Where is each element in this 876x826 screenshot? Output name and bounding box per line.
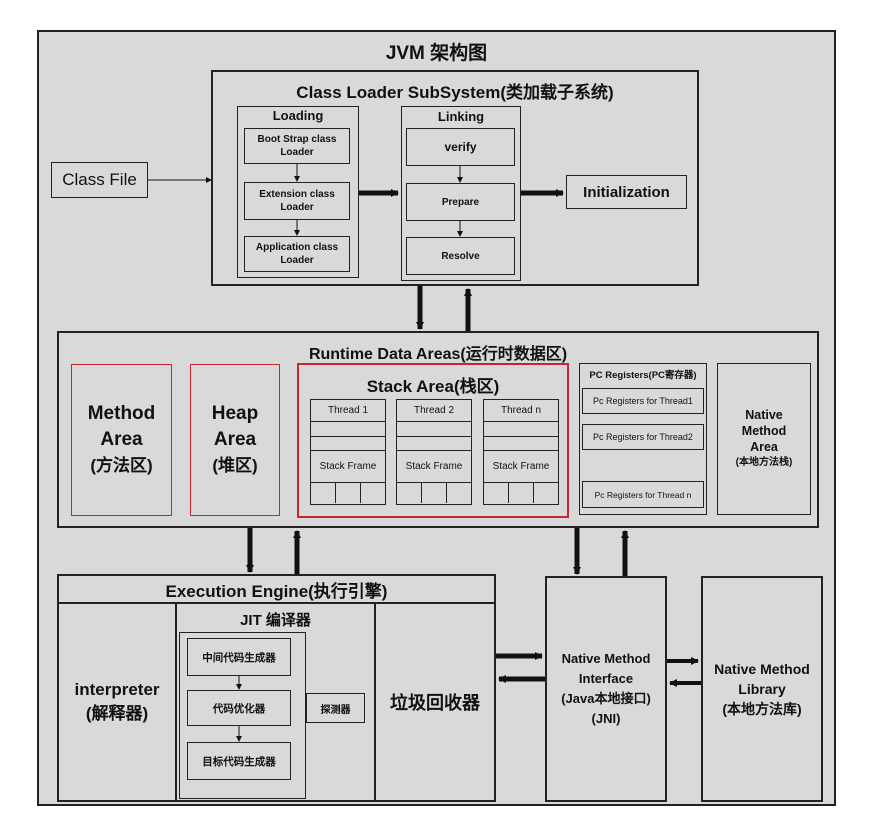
- thread-name: Thread 2: [397, 400, 471, 422]
- optimizer-label: 代码优化器: [212, 702, 266, 715]
- heap-area-line1: Heap: [211, 403, 259, 424]
- frame-cell: [534, 483, 558, 503]
- prepare-box: Prepare: [406, 183, 515, 221]
- diagram-title: JVM 架构图: [385, 43, 488, 64]
- thread-row: [397, 483, 471, 503]
- native-library-line2: Library: [738, 681, 786, 697]
- pc-register-thread1-label: Pc Registers for Thread1: [593, 396, 693, 406]
- native-library-line1: Native Method: [714, 661, 810, 677]
- verify-label: verify: [444, 140, 477, 154]
- method-area-line3: (方法区): [90, 456, 153, 475]
- native-method-area-line2: Method: [741, 424, 787, 438]
- frame-cell: [422, 483, 447, 503]
- stack-thread-3: Thread n Stack Frame: [483, 399, 559, 505]
- thread-row: [311, 437, 385, 451]
- frame-cell: [484, 483, 509, 503]
- native-method-area-line4: (本地方法栈): [735, 457, 793, 468]
- pc-register-thread1: Pc Registers for Thread1: [582, 388, 704, 414]
- bootstrap-loader-box: Boot Strap class Loader: [244, 128, 350, 164]
- class-loader-title: Class Loader SubSystem(类加载子系统): [296, 83, 614, 102]
- jit-title: JIT 编译器: [240, 612, 311, 629]
- stack-thread-1: Thread 1 Stack Frame: [310, 399, 386, 505]
- pc-registers-title: PC Registers(PC寄存器): [589, 370, 697, 381]
- profiler-label: 探测器: [320, 704, 351, 716]
- jni-line1: Native Method: [561, 651, 651, 666]
- initialization-box: Initialization: [566, 175, 687, 209]
- resolve-label: Resolve: [441, 250, 480, 262]
- application-loader-label: Application class Loader: [255, 242, 339, 266]
- execution-engine-title: Execution Engine(执行引擎): [165, 581, 388, 601]
- thread-row: [397, 422, 471, 437]
- interpreter-box: interpreter (解释器): [57, 602, 177, 802]
- frame-cell: [311, 483, 336, 503]
- method-area-box: Method Area (方法区): [71, 364, 172, 516]
- thread-row: [311, 422, 385, 437]
- thread-row: [484, 422, 558, 437]
- loading-title: Loading: [272, 108, 324, 123]
- verify-box: verify: [406, 128, 515, 166]
- native-method-interface-box: Native Method Interface (Java本地接口) (JNI): [545, 576, 667, 802]
- method-area-line1: Method: [87, 403, 156, 424]
- class-file-label: Class File: [62, 170, 137, 189]
- thread-name: Thread 1: [311, 400, 385, 422]
- pc-register-threadn: Pc Registers for Thread n: [582, 481, 704, 508]
- application-loader-box: Application class Loader: [244, 236, 350, 272]
- frame-cell: [397, 483, 422, 503]
- target-code-generator-label: 目标代码生成器: [202, 755, 276, 768]
- extension-loader-label: Extension class Loader: [259, 189, 335, 213]
- stack-area-title: Stack Area(栈区): [366, 377, 500, 396]
- native-method-area-line3: Area: [750, 440, 778, 454]
- thread-row: [397, 437, 471, 451]
- heap-area-box: Heap Area (堆区): [190, 364, 280, 516]
- jni-line3: (Java本地接口): [561, 691, 651, 706]
- native-method-library-box: Native Method Library (本地方法库): [701, 576, 823, 802]
- native-method-area-box: Native Method Area (本地方法栈): [717, 363, 811, 515]
- interpreter-line2: (解释器): [85, 704, 149, 723]
- garbage-collector-label: 垃圾回收器: [390, 693, 480, 713]
- garbage-collector-box: 垃圾回收器: [374, 602, 496, 802]
- initialization-label: Initialization: [583, 183, 670, 201]
- resolve-box: Resolve: [406, 237, 515, 275]
- stack-thread-2: Thread 2 Stack Frame: [396, 399, 472, 505]
- prepare-label: Prepare: [441, 196, 480, 208]
- frame-cell: [336, 483, 361, 503]
- native-method-area-line1: Native: [745, 408, 783, 422]
- thread-name: Thread n: [484, 400, 558, 422]
- thread-row: [484, 437, 558, 451]
- frame-cell: [509, 483, 534, 503]
- native-library-line3: (本地方法库): [722, 701, 802, 717]
- frame-cell: [447, 483, 471, 503]
- bootstrap-loader-label: Boot Strap class Loader: [257, 134, 337, 158]
- stack-frame-label: Stack Frame: [484, 451, 558, 483]
- interpreter-line1: interpreter: [74, 680, 160, 699]
- pc-register-thread2: Pc Registers for Thread2: [582, 424, 704, 450]
- heap-area-line2: Area: [213, 429, 257, 450]
- class-file-box: Class File: [51, 162, 148, 198]
- ir-generator-label: 中间代码生成器: [202, 651, 276, 664]
- thread-row: [484, 483, 558, 503]
- ir-generator-box: 中间代码生成器: [187, 638, 291, 676]
- target-code-generator-box: 目标代码生成器: [187, 742, 291, 780]
- stack-frame-label: Stack Frame: [397, 451, 471, 483]
- pc-register-thread2-label: Pc Registers for Thread2: [593, 432, 693, 442]
- execution-engine-title-bar: Execution Engine(执行引擎): [57, 574, 496, 604]
- frame-cell: [361, 483, 385, 503]
- stack-frame-label: Stack Frame: [311, 451, 385, 483]
- thread-row: [311, 483, 385, 503]
- jni-line4: (JNI): [591, 711, 621, 726]
- extension-loader-box: Extension class Loader: [244, 182, 350, 220]
- jni-line2: Interface: [578, 671, 634, 686]
- linking-title: Linking: [437, 109, 485, 124]
- heap-area-line3: (堆区): [212, 456, 258, 475]
- runtime-title: Runtime Data Areas(运行时数据区): [308, 346, 568, 363]
- profiler-box: 探测器: [306, 693, 365, 723]
- optimizer-box: 代码优化器: [187, 690, 291, 726]
- method-area-line2: Area: [100, 429, 143, 450]
- pc-register-threadn-label: Pc Registers for Thread n: [594, 489, 692, 500]
